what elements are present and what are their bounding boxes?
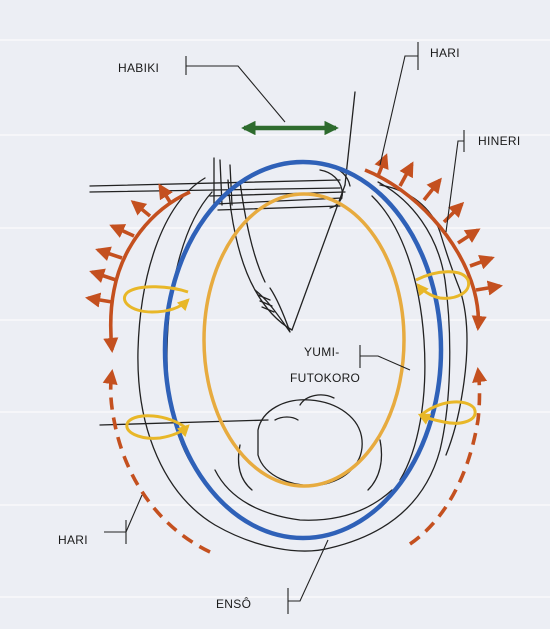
hineri-red-arrows [364,153,503,332]
label-futokoro: FUTOKORO [290,371,360,385]
left-red-arrows [85,183,191,354]
label-leaders [104,42,465,614]
label-habiki: HABIKI [118,61,159,75]
label-yumi: YUMI- [304,345,340,359]
enso-blue-ring [162,159,444,541]
label-hari-bottom: HARI [58,533,88,547]
yellow-twist-loops [122,270,477,440]
label-enso: ENSÔ [216,596,251,611]
label-hineri: HINERI [478,134,520,148]
yumi-futokoro-orange-ring [202,192,406,488]
background-lines [0,39,550,598]
hari-dashed-red-arrows [102,367,488,554]
label-hari-top: HARI [430,46,460,60]
